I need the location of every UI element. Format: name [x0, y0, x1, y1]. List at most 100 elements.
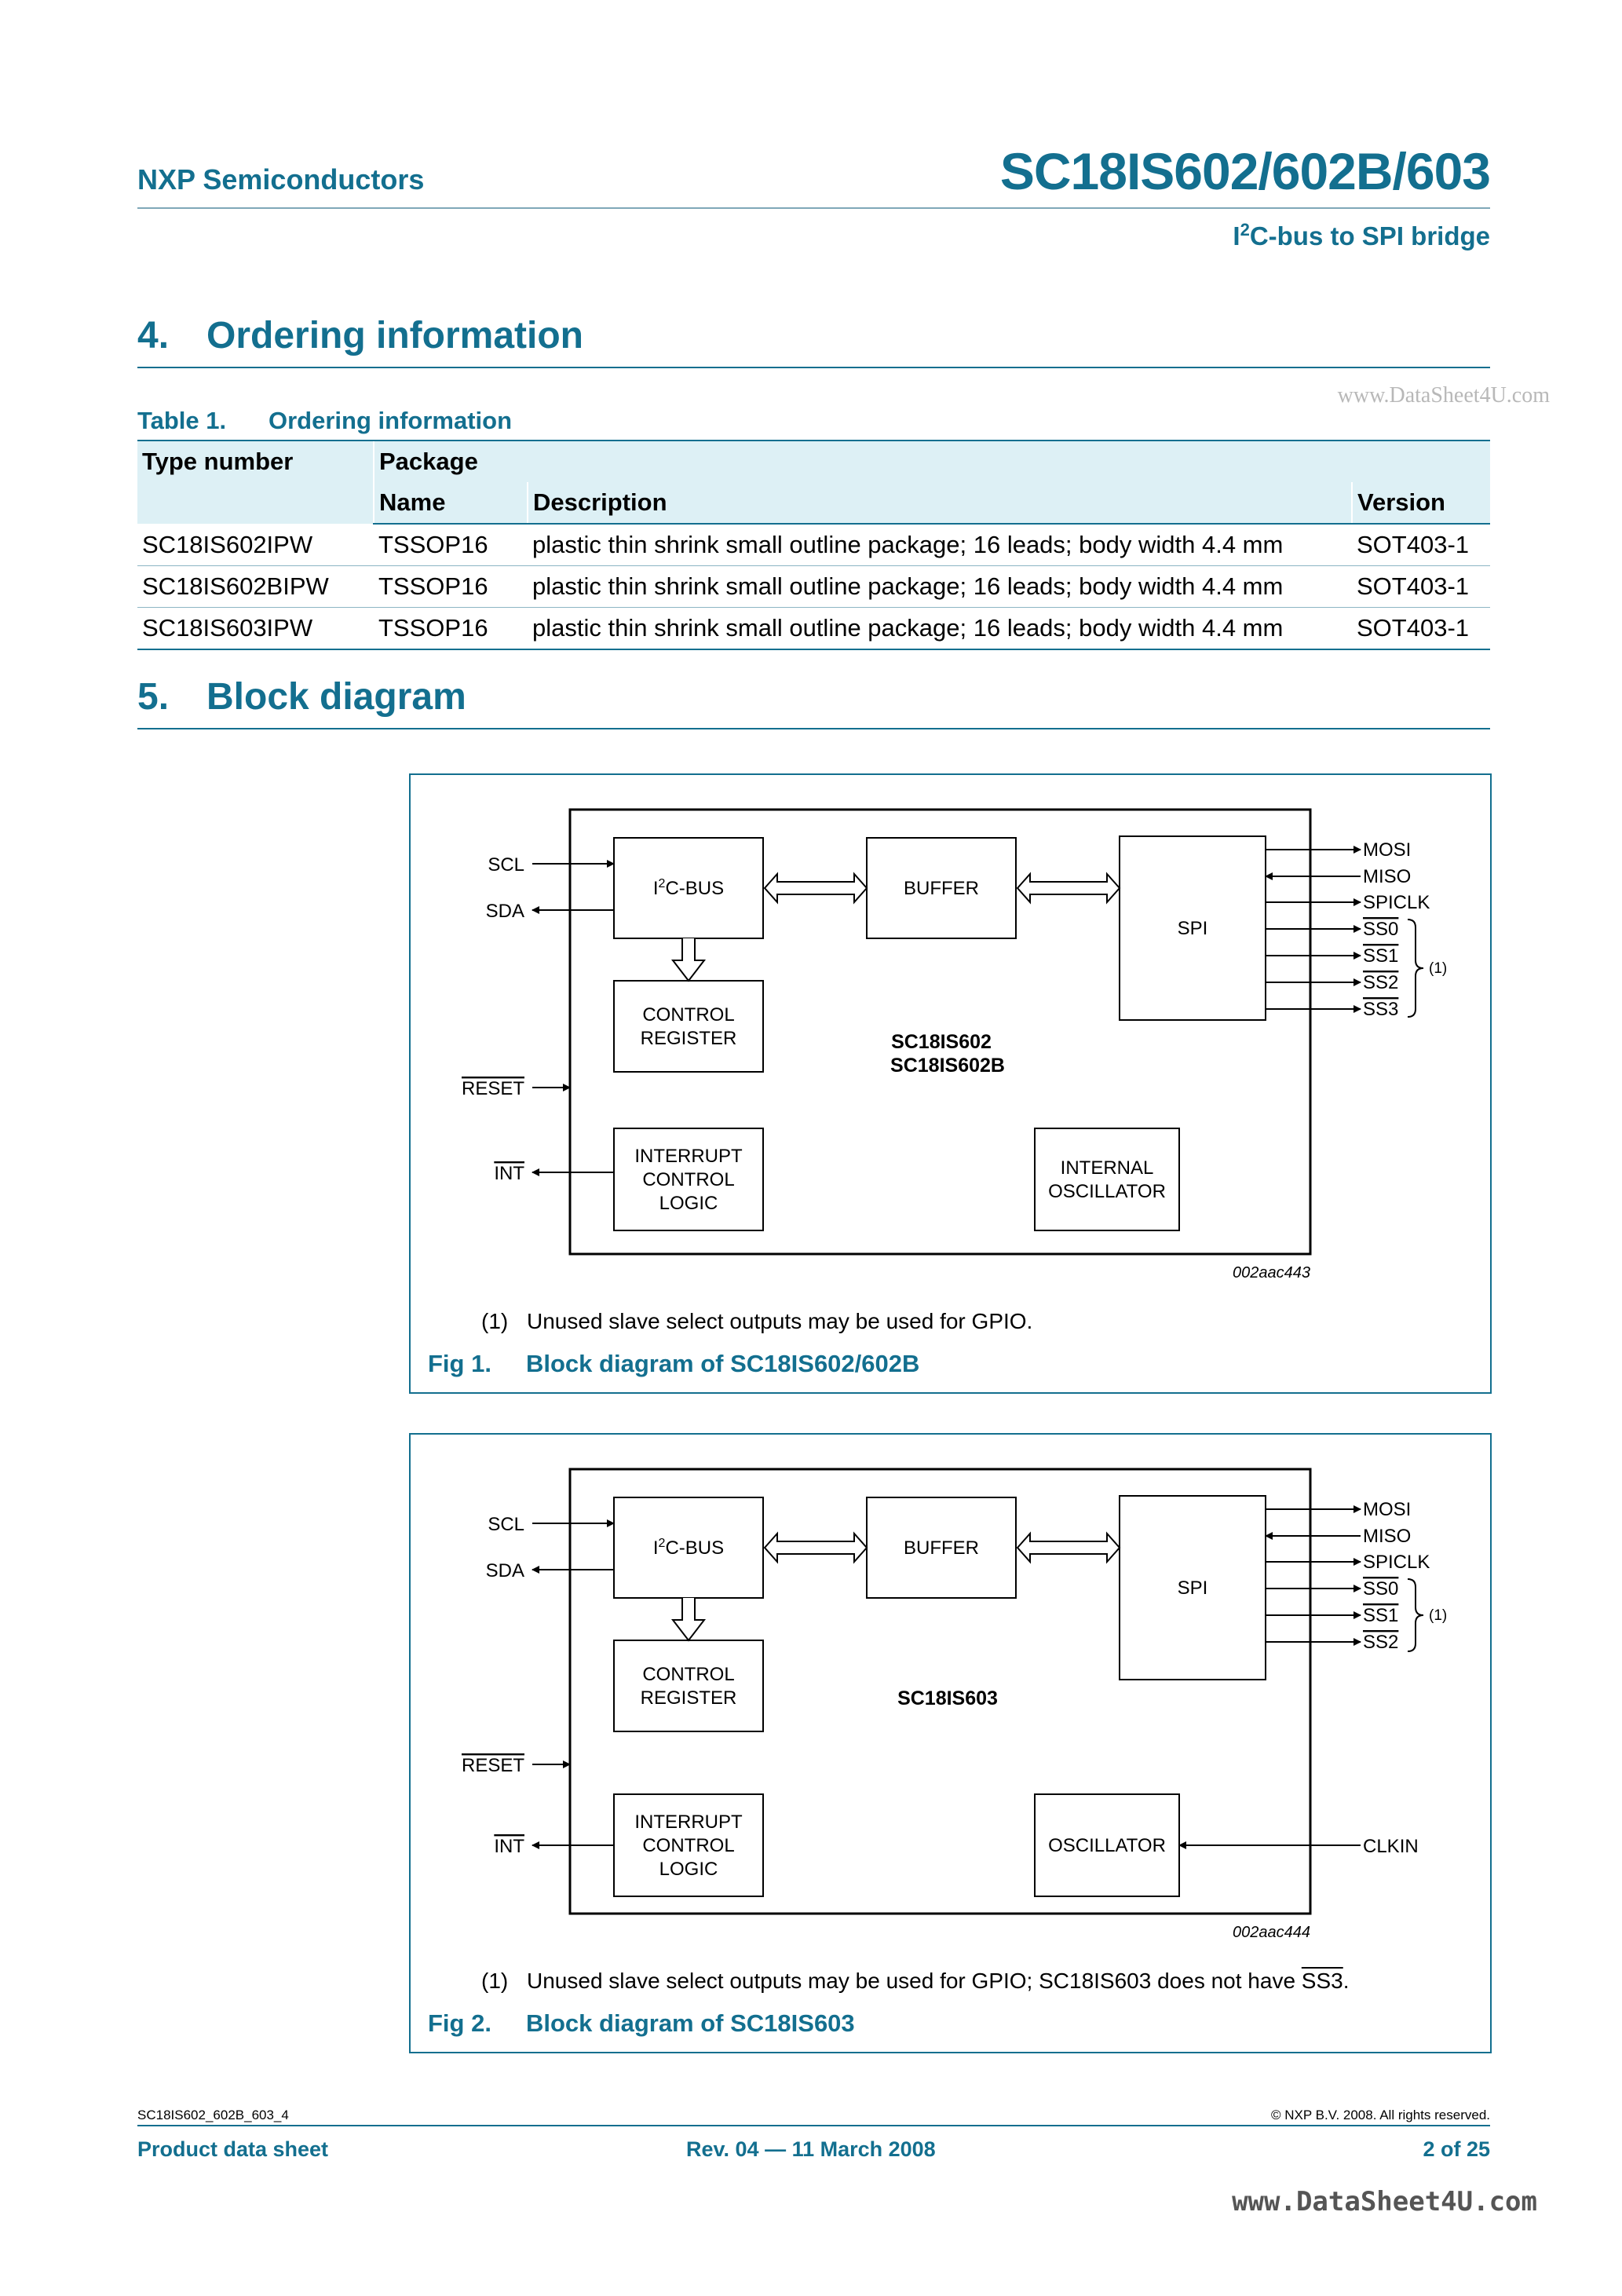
- pin-mosi: MOSI: [1363, 1499, 1411, 1520]
- label-i2c-bus: I2C-BUS: [653, 1537, 724, 1559]
- watermark-text: www.DataSheet4U.com: [1232, 2186, 1537, 2217]
- label-i2c-bus: I2C-BUS: [653, 877, 724, 899]
- cell-type: SC18IS602IPW: [137, 524, 374, 566]
- pin-reset: RESET: [462, 1078, 524, 1099]
- pin-ss2: SS2: [1363, 1632, 1398, 1653]
- figure-note: (1)Unused slave select outputs may be us…: [481, 1309, 1033, 1333]
- cell-description: plastic thin shrink small outline packag…: [528, 565, 1352, 608]
- bus-arrow-i2c-control: [670, 1598, 707, 1642]
- footer-rule: [137, 2125, 1490, 2126]
- pin-ss0: SS0: [1363, 1578, 1398, 1600]
- cell-name: TSSOP16: [374, 524, 528, 566]
- bus-arrow-i2c-buffer: [763, 1531, 868, 1564]
- page-number: 2 of 25: [1423, 2137, 1490, 2161]
- chip-name-b: SC18IS602B: [890, 1055, 1005, 1077]
- bus-arrow-i2c-control: [670, 938, 707, 982]
- label-spi: SPI: [1178, 918, 1208, 939]
- bus-arrow-buffer-spi: [1016, 1531, 1121, 1564]
- cell-version: SOT403-1: [1352, 524, 1490, 566]
- label-control: CONTROL: [642, 1664, 734, 1685]
- label-oscillator: OSCILLATOR: [1048, 1181, 1166, 1202]
- pin-int: INT: [494, 1836, 524, 1857]
- section-heading-block-diagram: 5.Block diagram: [137, 676, 466, 718]
- chip-outline: [568, 1468, 1312, 1915]
- block-diagram-1: SCL SDA RESET INT I2C-BUS BUFFER SPI CON…: [462, 808, 1447, 1281]
- pin-ss1: SS1: [1363, 945, 1398, 967]
- bus-arrow-buffer-spi: [1016, 872, 1121, 905]
- pin-reset: RESET: [462, 1755, 524, 1776]
- interrupt-control-block: [613, 1128, 764, 1231]
- pin-scl: SCL: [488, 1514, 524, 1535]
- chip-name: SC18IS603: [897, 1687, 998, 1709]
- label-register: REGISTER: [641, 1687, 737, 1709]
- company-name: NXP Semiconductors: [137, 163, 425, 196]
- label-interrupt-control: CONTROL: [642, 1835, 734, 1856]
- section-rule: [137, 728, 1490, 729]
- block-diagram-2: SCL SDA RESET INT I2C-BUS BUFFER SPI CON…: [462, 1468, 1447, 1941]
- label-interrupt-control: CONTROL: [642, 1169, 734, 1190]
- header-type-number: Type number: [137, 440, 374, 524]
- table-caption: Table 1.Ordering information: [137, 407, 512, 434]
- figure-code: 002aac443: [1233, 1264, 1310, 1281]
- pin-scl: SCL: [488, 854, 524, 876]
- ss-brace: [1407, 1578, 1424, 1652]
- label-internal: INTERNAL: [1061, 1157, 1154, 1179]
- table-row: SC18IS602IPW TSSOP16 plastic thin shrink…: [137, 524, 1490, 566]
- header-description: Description: [527, 482, 1352, 525]
- label-interrupt: INTERRUPT: [634, 1146, 743, 1167]
- cell-type: SC18IS602BIPW: [137, 565, 374, 608]
- bus-arrow-i2c-buffer: [763, 872, 868, 905]
- figure-caption: Fig 2.Block diagram of SC18IS603: [428, 2009, 855, 2037]
- product-title: SC18IS602/602B/603: [999, 142, 1491, 200]
- label-interrupt: INTERRUPT: [634, 1812, 743, 1833]
- revision: Rev. 04 — 11 March 2008: [686, 2137, 936, 2161]
- ss-brace: [1407, 919, 1424, 1018]
- label-buffer: BUFFER: [904, 878, 979, 899]
- label-oscillator: OSCILLATOR: [1048, 1835, 1166, 1856]
- pin-ss2: SS2: [1363, 972, 1398, 993]
- control-register-block: [613, 980, 764, 1073]
- ordering-table: Type number Package Name Description Ver…: [137, 440, 1490, 650]
- label-logic: LOGIC: [659, 1859, 718, 1880]
- oscillator-block: [1034, 1128, 1180, 1231]
- pin-clkin: CLKIN: [1363, 1836, 1419, 1857]
- cell-type: SC18IS603IPW: [137, 607, 374, 650]
- pin-mosi: MOSI: [1363, 839, 1411, 861]
- table-row: SC18IS603IPW TSSOP16 plastic thin shrink…: [137, 607, 1490, 650]
- header-name: Name: [373, 482, 528, 525]
- document-type: Product data sheet: [137, 2137, 329, 2161]
- pin-spiclk: SPICLK: [1363, 1552, 1430, 1573]
- pin-ss0: SS0: [1363, 919, 1398, 940]
- brace-note: (1): [1429, 1607, 1447, 1624]
- section-rule: [137, 367, 1490, 368]
- header-package: Package: [373, 440, 1490, 482]
- pin-ss1: SS1: [1363, 1605, 1398, 1626]
- pin-int: INT: [494, 1163, 524, 1184]
- cell-version: SOT403-1: [1352, 607, 1490, 650]
- figure-2: SCL SDA RESET INT I2C-BUS BUFFER SPI CON…: [409, 1433, 1492, 2053]
- pin-miso: MISO: [1363, 866, 1411, 887]
- brace-note: (1): [1429, 960, 1447, 977]
- header-version: Version: [1351, 482, 1490, 525]
- product-subtitle: I2C-bus to SPI bridge: [1233, 220, 1490, 250]
- chip-name: SC18IS602: [891, 1031, 992, 1053]
- cell-description: plastic thin shrink small outline packag…: [528, 607, 1352, 650]
- label-buffer: BUFFER: [904, 1537, 979, 1559]
- control-register-block: [613, 1640, 764, 1732]
- chip-outline: [568, 808, 1312, 1256]
- label-register: REGISTER: [641, 1028, 737, 1049]
- section-heading-ordering: 4.Ordering information: [137, 315, 583, 356]
- watermark-text: www.DataSheet4U.com: [1337, 383, 1550, 408]
- label-control: CONTROL: [642, 1004, 734, 1026]
- cell-description: plastic thin shrink small outline packag…: [528, 524, 1352, 566]
- figure-note: (1)Unused slave select outputs may be us…: [481, 1969, 1350, 1993]
- table-row: SC18IS602BIPW TSSOP16 plastic thin shrin…: [137, 565, 1490, 608]
- pin-ss3: SS3: [1363, 999, 1398, 1020]
- figure-code: 002aac444: [1233, 1924, 1310, 1941]
- cell-name: TSSOP16: [374, 607, 528, 650]
- cell-version: SOT403-1: [1352, 565, 1490, 608]
- pin-spiclk: SPICLK: [1363, 892, 1430, 913]
- figure-caption: Fig 1.Block diagram of SC18IS602/602B: [428, 1350, 920, 1377]
- document-id: SC18IS602_602B_603_4: [137, 2108, 289, 2122]
- pin-sda: SDA: [486, 901, 524, 922]
